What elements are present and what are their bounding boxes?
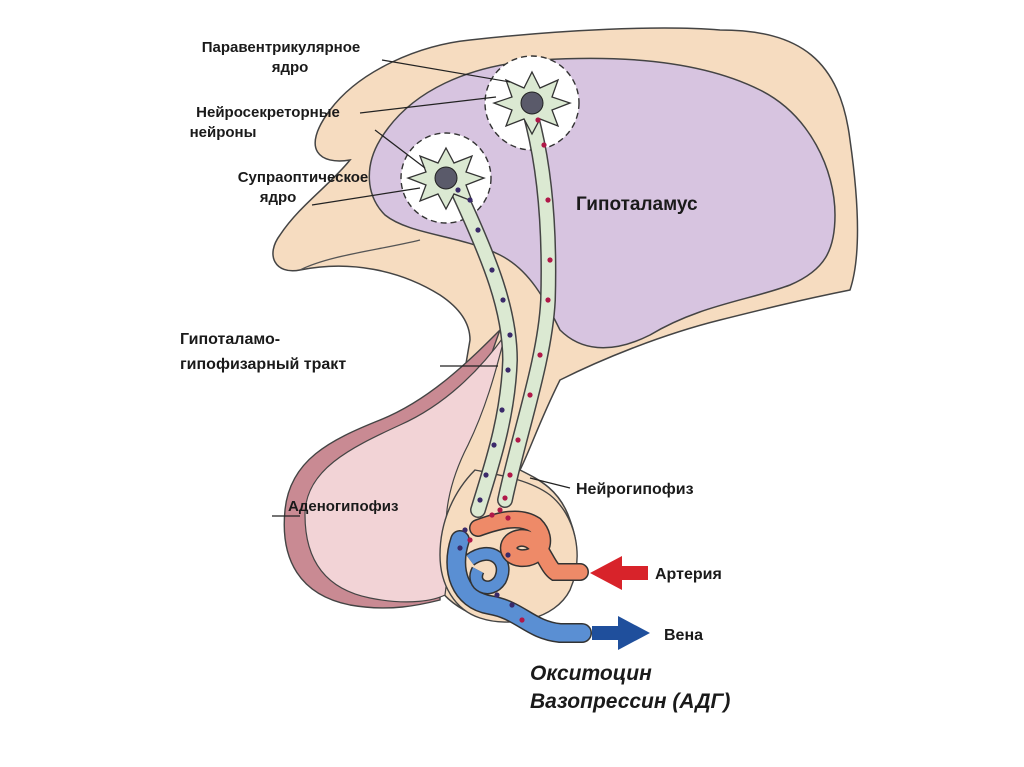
label-oxytocin: Окситоцин (530, 662, 652, 685)
vein-loop-fill (466, 548, 509, 593)
arrow-left-icon (590, 556, 648, 590)
arrow-right-icon (592, 616, 650, 650)
label-vasopressin: Вазопрессин (АДГ) (530, 690, 730, 713)
vein-vessel-fill (447, 531, 591, 642)
label-tract-1: Гипоталамо- (180, 331, 280, 348)
tissue-fold (299, 239, 421, 271)
label-hypothalamus: Гипоталамус (576, 194, 698, 215)
leader-neurohypophysis (529, 477, 571, 489)
label-paraventricular-2: ядро (272, 59, 309, 76)
label-vein: Вена (664, 627, 703, 644)
adenohypophysis-region (304, 334, 506, 603)
label-artery: Артерия (655, 566, 722, 583)
label-adenohypophysis: Аденогипофиз (288, 498, 398, 515)
granules-paraventricular (502, 117, 553, 501)
leader-supraoptic (311, 187, 421, 206)
paraventricular-neuron (492, 70, 572, 136)
artery-vessel-fill (470, 511, 588, 580)
supraoptic-neuron (406, 146, 486, 211)
label-paraventricular-1: Паравентрикулярное (202, 39, 360, 56)
label-neurosecretory-2: нейроны (190, 124, 257, 141)
label-neurohypophysis: Нейрогипофиз (576, 481, 694, 498)
leader-neurosecretory-a (359, 96, 497, 114)
granules-plexus (457, 507, 525, 623)
label-tract-2: гипофизарный тракт (180, 356, 346, 373)
leader-neurosecretory-b (374, 129, 426, 169)
axon-tract-supraoptic-fill (453, 188, 517, 517)
label-supraoptic-1: Супраоптическое (238, 169, 369, 186)
hypothalamus-region (368, 57, 836, 349)
leader-paraventricular (381, 59, 511, 83)
label-supraoptic-2: ядро (260, 189, 297, 206)
granules-supraoptic (455, 187, 513, 503)
label-neurosecretory-1: Нейросекреторные (196, 104, 340, 121)
